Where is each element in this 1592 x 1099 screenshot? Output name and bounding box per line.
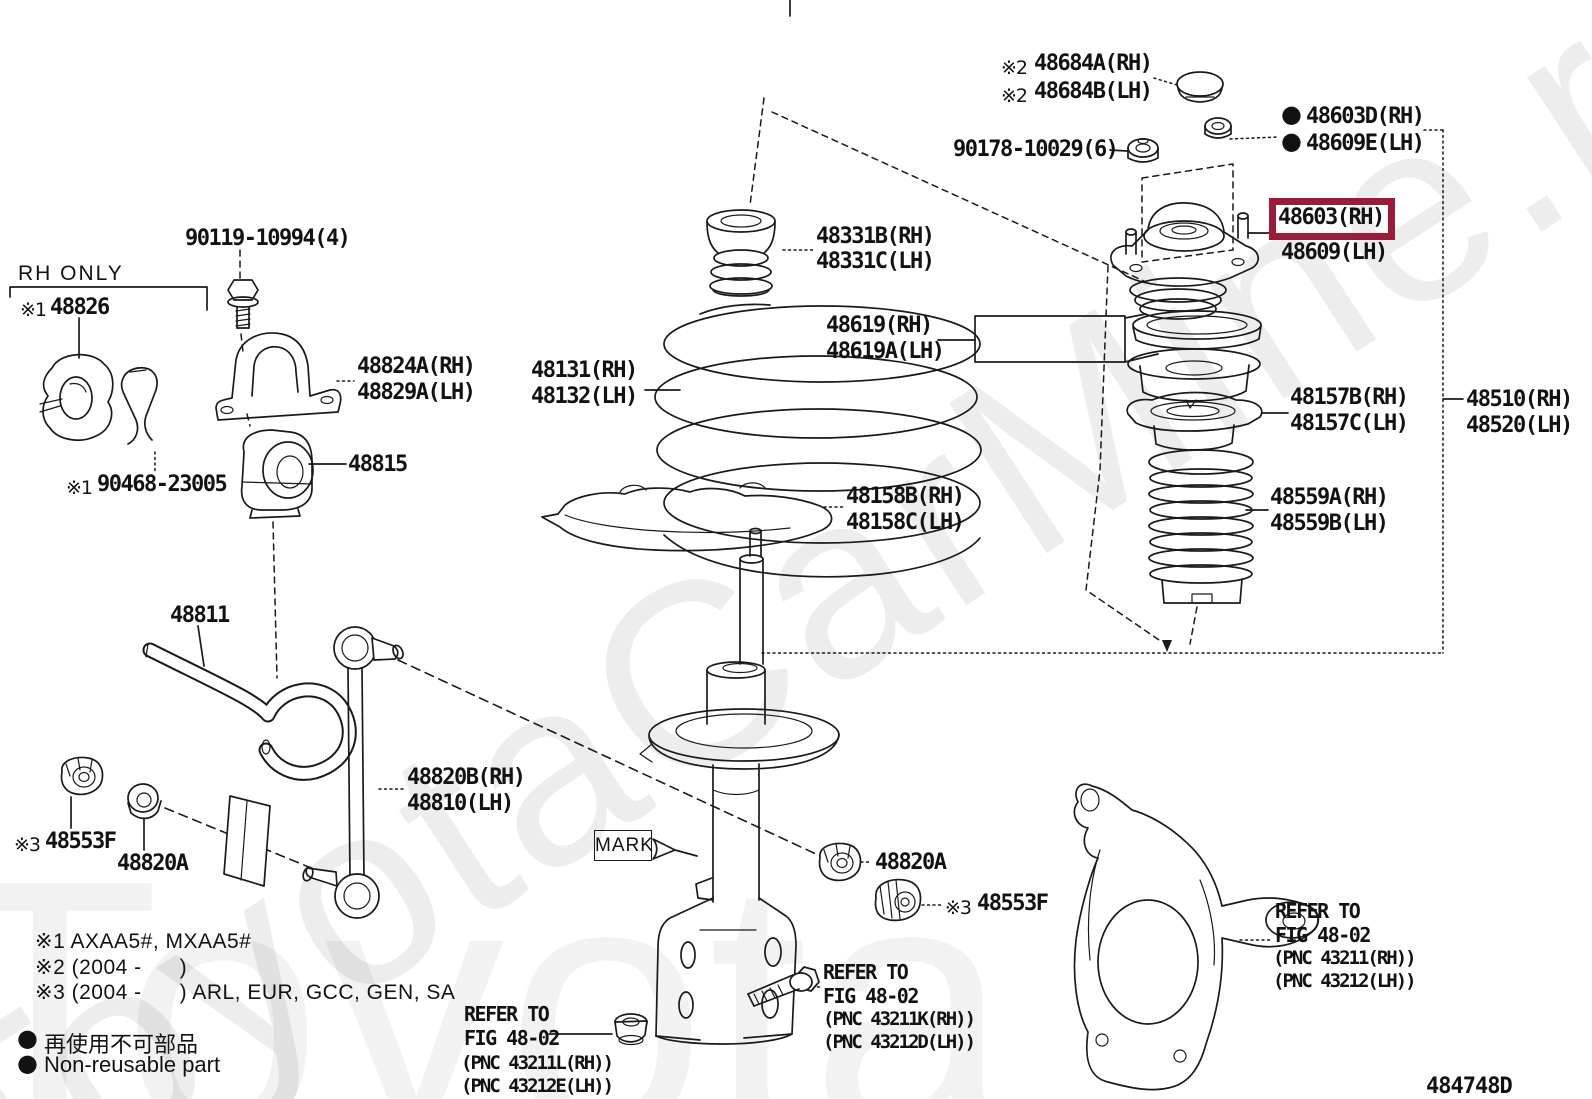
refer-mid-pnc1: (PNC 43211K(RH)) xyxy=(823,1008,976,1030)
label-48603-rh: 48603(RH) xyxy=(1278,205,1385,230)
drawing-number: 484748D xyxy=(1426,1074,1513,1099)
leader-lines xyxy=(9,0,1464,1035)
label-48810-lh: 48810(LH) xyxy=(407,791,514,816)
clip-note-mark: ※1 xyxy=(66,477,93,499)
label-48609-lh: 48609(LH) xyxy=(1281,240,1388,265)
refer-right-line1: REFER TO xyxy=(1275,899,1361,923)
footnote-2: ※2 (2004 - ) xyxy=(35,956,188,979)
refer-right-pnc1: (PNC 43211(RH)) xyxy=(1273,947,1417,969)
label-90468-23005: 90468-23005 xyxy=(97,472,228,497)
label-48603d-rh: 48603D(RH) xyxy=(1306,104,1425,129)
mount-nut-drawing xyxy=(1204,117,1232,139)
label-48510-rh: 48510(RH) xyxy=(1466,387,1573,412)
mark-box: MARK xyxy=(594,830,653,861)
refer-mid-line1: REFER TO xyxy=(823,960,909,984)
clip-90468-drawing xyxy=(120,366,158,445)
label-48811: 48811 xyxy=(170,603,230,628)
refer-mid-pnc2: (PNC 43212D(LH)) xyxy=(823,1031,976,1053)
rh-only-note: RH ONLY xyxy=(18,262,124,285)
footnote-3: ※3 (2004 - ) ARL, EUR, GCC, GEN, SA xyxy=(35,981,456,1004)
nut-48553-left-drawing xyxy=(60,756,104,796)
stabilizer-bracket-48824-drawing xyxy=(215,332,342,421)
refer-left-line2: FIG 48-02 xyxy=(464,1026,560,1050)
label-48815: 48815 xyxy=(348,452,408,477)
refer-mid-line2: FIG 48-02 xyxy=(823,984,919,1008)
label-48520-lh: 48520(LH) xyxy=(1466,413,1573,438)
stabilizer-link-48820-drawing xyxy=(302,626,404,919)
coil-spring-48131-drawing xyxy=(654,303,982,578)
bush-right-note-mark: ※3 xyxy=(945,897,972,919)
label-48559b-lh: 48559B(LH) xyxy=(1270,511,1389,536)
label-48684a-rh: 48684A(RH) xyxy=(1034,51,1153,76)
knuckle-bolt-drawing xyxy=(747,966,820,1007)
label-48820a-left: 48820A xyxy=(117,851,189,876)
label-48619a-lh: 48619A(LH) xyxy=(826,339,945,364)
bar-clamp-drawing xyxy=(223,795,271,887)
label-48824a-rh: 48824A(RH) xyxy=(357,354,476,379)
bush-48820a-left-drawing xyxy=(127,783,162,820)
refer-right-line2: FIG 48-02 xyxy=(1275,923,1371,947)
bracket-bolt-90119-drawing xyxy=(227,279,259,329)
label-48684b-lh: 48684B(LH) xyxy=(1034,79,1153,104)
label-48132-lh: 48132(LH) xyxy=(531,384,638,409)
non-reusable-bullet-icon: ● xyxy=(17,1024,38,1052)
label-48559a-rh: 48559A(RH) xyxy=(1270,485,1389,510)
mark-arrow xyxy=(652,838,698,860)
label-48826: 48826 xyxy=(50,295,110,320)
label-48158b-rh: 48158B(RH) xyxy=(846,484,965,509)
label-48619-rh: 48619(RH) xyxy=(826,313,933,338)
bush-48553f-right-drawing xyxy=(874,878,922,922)
bump-stopper-48331-drawing xyxy=(706,209,776,297)
label-48829a-lh: 48829A(LH) xyxy=(357,380,476,405)
highlight-box-48603: 48603(RH) xyxy=(1269,198,1395,240)
label-48820a-right: 48820A xyxy=(875,850,947,875)
retainer-note-mark: ※1 xyxy=(20,299,47,321)
refer-left-line1: REFER TO xyxy=(464,1002,550,1026)
stabilizer-bar-48811-drawing xyxy=(142,642,357,781)
retainer-48826-drawing xyxy=(39,353,114,441)
label-90178-10029: 90178-10029(6) xyxy=(953,137,1119,162)
cap-note-mark: ※2 xyxy=(1001,57,1028,79)
steering-knuckle-drawing xyxy=(1073,783,1320,1091)
rod-nut-drawing xyxy=(1127,137,1159,163)
label-48820b-rh: 48820B(RH) xyxy=(407,765,526,790)
label-48157c-lh: 48157C(LH) xyxy=(1290,411,1409,436)
cap-note-mark2: ※2 xyxy=(1001,85,1028,107)
nut-48820a-right-drawing xyxy=(818,842,862,882)
label-48553f-left: 48553F xyxy=(45,829,117,854)
non-reusable-bullet-icon: ● xyxy=(1281,127,1302,155)
cap-48684-drawing xyxy=(1176,71,1224,103)
legend-en: Non-reusable part xyxy=(44,1052,221,1077)
footnote-1: ※1 AXAA5#, MXAA5# xyxy=(35,930,252,953)
label-48331c-lh: 48331C(LH) xyxy=(816,249,935,274)
dust-boot-48559-drawing xyxy=(1148,449,1254,604)
strut-support-drawing xyxy=(1110,202,1260,320)
label-48157b-rh: 48157B(RH) xyxy=(1290,385,1409,410)
label-48331b-rh: 48331B(RH) xyxy=(816,224,935,249)
label-48158c-lh: 48158C(LH) xyxy=(846,510,965,535)
refer-left-pnc1: (PNC 43211L(RH)) xyxy=(461,1052,614,1074)
legend-jp: 再使用不可部品 xyxy=(44,1032,199,1057)
nut-left-note-mark: ※3 xyxy=(14,834,41,856)
label-48131-rh: 48131(RH) xyxy=(531,358,638,383)
label-48553f-right: 48553F xyxy=(977,891,1049,916)
label-48609e-lh: 48609E(LH) xyxy=(1306,131,1425,156)
shock-absorber-drawing xyxy=(639,527,840,1045)
lower-nut-drawing xyxy=(614,1013,648,1046)
label-90119-10994: 90119-10994(4) xyxy=(185,226,351,251)
spring-insulator-48158-drawing xyxy=(541,482,833,552)
non-reusable-bullet-icon: ● xyxy=(1281,100,1302,128)
non-reusable-bullet-icon: ● xyxy=(17,1049,38,1077)
refer-left-pnc2: (PNC 43212E(LH)) xyxy=(461,1075,614,1097)
refer-right-pnc2: (PNC 43212(LH)) xyxy=(1273,970,1417,992)
stabilizer-bush-48815-drawing xyxy=(240,429,314,519)
